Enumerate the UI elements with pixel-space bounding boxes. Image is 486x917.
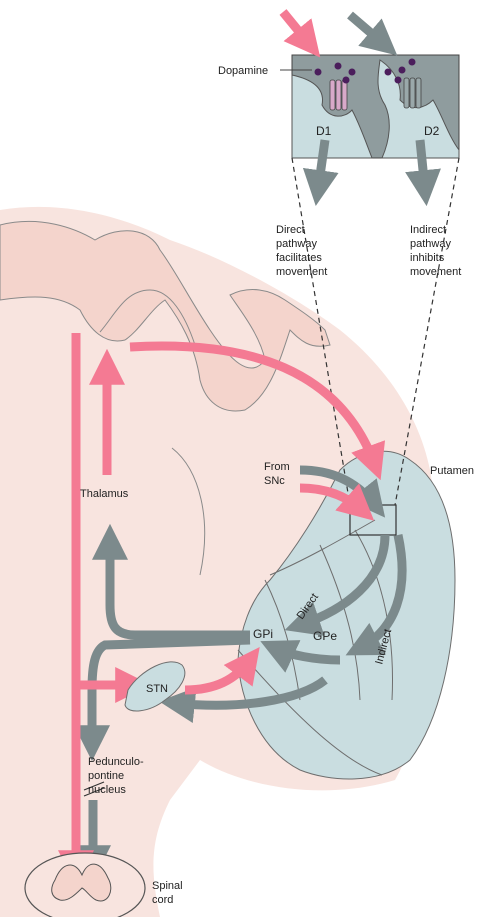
d1-label: D1 [316, 124, 332, 138]
direct-caption-line-4: movement [276, 266, 327, 278]
indirect-caption-line-3: inhibits [410, 252, 445, 264]
d1-receptor-icon [330, 80, 347, 110]
indirect-caption-line-4: movement [410, 266, 461, 278]
d2-receptor-icon [404, 78, 421, 108]
spinal-cord-section [25, 853, 145, 917]
gpi-label: GPi [253, 627, 273, 641]
direct-caption-line-1: Direct [276, 224, 305, 236]
indirect-caption-line-2: pathway [410, 238, 451, 250]
putamen-label: Putamen [430, 465, 474, 477]
from-snc-label-line-2: SNc [264, 475, 285, 487]
stn-label: STN [146, 683, 168, 695]
indirect-caption-line-1: Indirect [410, 224, 446, 236]
thalamus-label: Thalamus [80, 488, 129, 500]
d2-label: D2 [424, 124, 440, 138]
ppn-label-line-2: pontine [88, 770, 124, 782]
spinal-cord-label-line-1: Spinal [152, 880, 183, 892]
ppn-label-line-3: nucleus [88, 784, 126, 796]
direct-input-arrow [283, 12, 310, 45]
direct-caption-line-2: pathway [276, 238, 317, 250]
spinal-cord-label-line-2: cord [152, 894, 173, 906]
dopamine-label: Dopamine [218, 65, 268, 77]
direct-caption-line-3: facilitates [276, 252, 322, 264]
d2-output-arrow [420, 140, 425, 190]
zoom-line-right [395, 158, 459, 505]
gpe-label: GPe [313, 629, 337, 643]
from-snc-label-line-1: From [264, 461, 290, 473]
indirect-input-arrow [350, 15, 385, 45]
ppn-label-line-1: Pedunculo- [88, 756, 144, 768]
